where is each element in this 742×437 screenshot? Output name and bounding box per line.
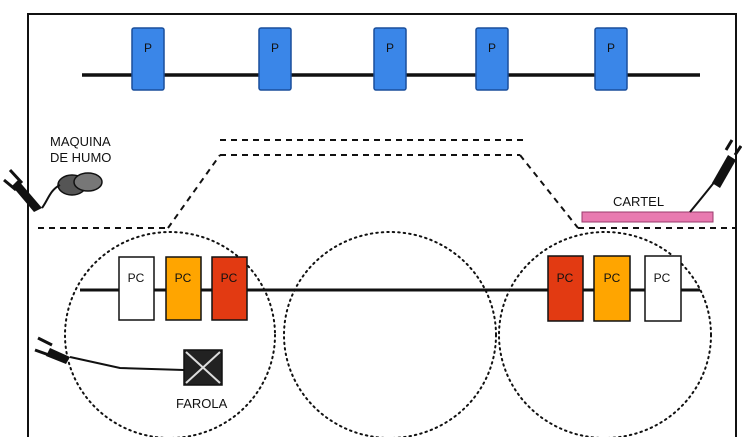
diagram-border xyxy=(27,13,737,437)
plug-icon xyxy=(712,139,742,188)
lamp-cable xyxy=(69,356,185,371)
smoke-machine-label-line1: MAQUINA xyxy=(50,134,111,149)
fixture-pc-label: PC xyxy=(128,271,145,285)
fixture-p-label: P xyxy=(271,41,279,55)
top-fixtures: P P P P P xyxy=(131,27,628,91)
smoke-machine-nozzle-icon xyxy=(73,172,103,192)
stage-area-right xyxy=(498,231,712,437)
stage-area-left xyxy=(64,231,276,437)
stage-outline xyxy=(38,139,736,229)
fixture-pc-label: PC xyxy=(654,271,671,285)
fixture-pc: PC xyxy=(644,255,682,322)
sign-label: CARTEL xyxy=(613,194,664,209)
fixture-pc: PC xyxy=(118,256,155,321)
fixture-p-4: P xyxy=(475,27,509,91)
fixture-pc: PC xyxy=(547,255,584,322)
stage-areas xyxy=(64,231,712,437)
smoke-machine-cable xyxy=(41,184,61,209)
pc-body-left-2 xyxy=(165,256,202,321)
fixture-p-label: P xyxy=(488,41,496,55)
fixture-pc: PC xyxy=(593,255,631,322)
fixture-p-1: P xyxy=(131,27,165,91)
lamp-label: FAROLA xyxy=(176,396,228,411)
fixture-p-label: P xyxy=(386,41,394,55)
fixture-p-label: P xyxy=(607,41,615,55)
smoke-machine: MAQUINA DE HUMO xyxy=(3,134,111,212)
lamp: FAROLA xyxy=(34,336,228,411)
pc-body-left-1 xyxy=(118,256,155,321)
right-pc-group: PC PC PC xyxy=(547,255,682,322)
sign: CARTEL xyxy=(581,139,742,223)
fixture-pc: PC xyxy=(211,256,248,321)
sign-cable xyxy=(689,179,717,213)
left-pc-group: PC PC PC xyxy=(118,256,248,321)
pc-body-right-2 xyxy=(593,255,631,322)
fixture-pc-label: PC xyxy=(221,271,238,285)
plug-icon xyxy=(3,168,42,212)
pc-body-right-1 xyxy=(547,255,584,322)
smoke-machine-label-line2: DE HUMO xyxy=(50,150,111,165)
pc-body-left-3 xyxy=(211,256,248,321)
plug-icon xyxy=(34,336,70,364)
fixture-p-label: P xyxy=(144,41,152,55)
fixture-pc-label: PC xyxy=(604,271,621,285)
fixture-p-2: P xyxy=(258,27,292,91)
fixture-pc: PC xyxy=(165,256,202,321)
fixture-pc-label: PC xyxy=(175,271,192,285)
pc-body-right-3 xyxy=(644,255,682,322)
fixture-pc-label: PC xyxy=(557,271,574,285)
sign-bar xyxy=(581,211,714,223)
stage-area-center xyxy=(283,231,497,437)
fixture-p-5: P xyxy=(594,27,628,91)
fixture-p-3: P xyxy=(373,27,407,91)
